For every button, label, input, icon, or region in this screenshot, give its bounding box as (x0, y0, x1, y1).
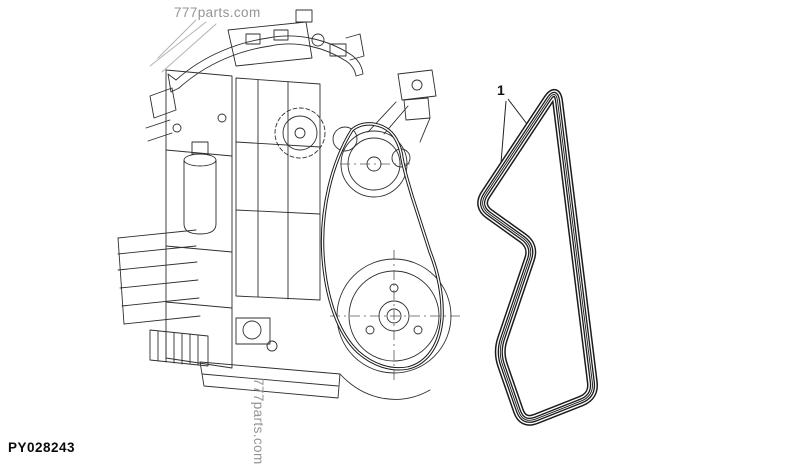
pulley-centerlines (330, 163, 462, 384)
watermark-bottom: 777parts.com (251, 378, 266, 465)
part-number: PY028243 (8, 440, 76, 455)
engine-belt-on-pulleys (320, 122, 444, 371)
watermark-scribble-lines (149, 19, 217, 73)
callout-1-label: 1 (497, 82, 505, 98)
serpentine-belt-drawing (483, 94, 593, 420)
engine-line-art (117, 9, 452, 400)
callout-leader-lines (500, 98, 528, 164)
watermark-top: 777parts.com (174, 5, 261, 20)
